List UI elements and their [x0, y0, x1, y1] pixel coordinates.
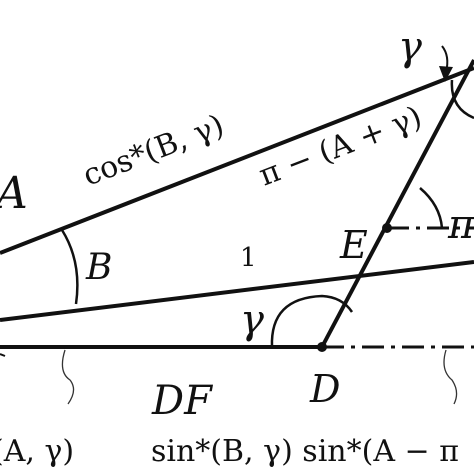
transversal-line-DE	[320, 59, 474, 348]
label-D: D	[309, 367, 340, 411]
unit-segment-line	[0, 260, 474, 322]
label-B: B	[85, 247, 112, 288]
pointer-arrowhead	[439, 66, 453, 82]
brace-right-curve	[443, 349, 458, 405]
label-pi-partial: π	[447, 202, 474, 248]
label-A: A	[0, 168, 28, 219]
angle-arc-B	[60, 229, 79, 305]
brace-left-curve	[61, 349, 75, 405]
label-gamma-top: γ	[398, 24, 422, 70]
point-D	[317, 342, 327, 352]
upper-side-line	[0, 66, 474, 255]
angle-arc-pi-at-E	[419, 187, 444, 229]
label-E: E	[339, 223, 368, 267]
angle-arc-gamma-top	[450, 79, 474, 120]
left-edge-tick	[0, 353, 6, 357]
angle-arc-gamma-bottom	[270, 294, 354, 348]
label-one: 1	[240, 243, 257, 273]
label-sin-product-expression: sin*(B, γ) sin*(A − π	[151, 434, 459, 469]
label-gamma-mid: γ	[240, 297, 264, 343]
label-pi-minus-expression: π − (A + γ)	[254, 99, 426, 193]
label-left-bottom-expression: (A, γ)	[0, 434, 74, 469]
label-DF: DF	[151, 378, 213, 424]
point-E	[382, 223, 392, 233]
label-cos-expression: cos*(B, γ)	[78, 108, 228, 194]
